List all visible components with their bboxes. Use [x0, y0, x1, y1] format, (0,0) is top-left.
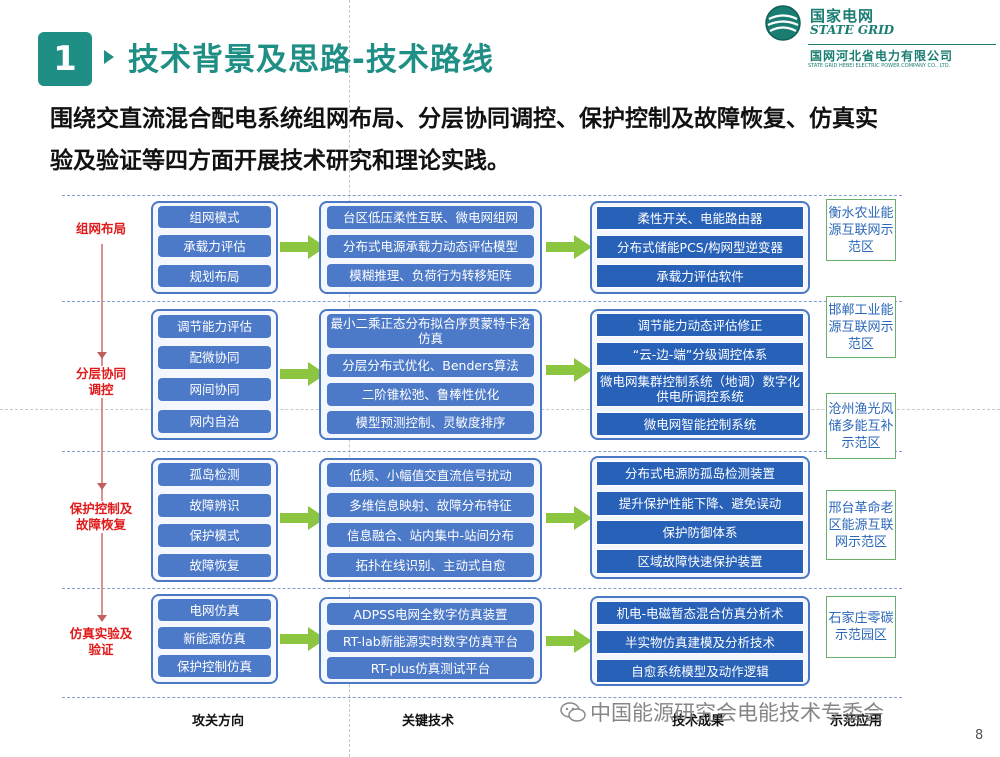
application-box: 衡水农业能源互联网示范区 [826, 199, 896, 261]
technology-item: 低频、小幅值交直流信号扰动 [327, 463, 534, 487]
application-box: 石家庄零碳示范园区 [826, 596, 896, 658]
column-label-applications: 示范应用 [830, 714, 883, 729]
technology-item: 二阶锥松弛、鲁棒性优化 [327, 383, 534, 406]
green-arrow-icon [546, 358, 592, 382]
result-item: “云-边-端”分级调控体系 [596, 342, 804, 366]
state-grid-logo-icon [765, 5, 801, 41]
direction-item: 故障辨识 [158, 494, 271, 517]
technology-item: RT-lab新能源实时数字仿真平台 [327, 630, 534, 652]
column-label-results: 技术成果 [672, 714, 725, 729]
category-label-line: 组网布局 [75, 221, 126, 236]
application-box: 沧州渔光风储多能互补示范区 [826, 393, 896, 459]
page-number: 8 [975, 728, 984, 743]
result-item: 分布式储能PCS/构网型逆变器 [596, 235, 804, 259]
company-name-cn: 国网河北省电力有限公司 [810, 49, 954, 63]
title-arrow-icon [104, 50, 114, 64]
category-label-network-layout: 组网布局 [58, 221, 144, 237]
technology-item: 信息融合、站内集中-站间分布 [327, 523, 534, 547]
green-arrow-icon [280, 362, 326, 386]
direction-item: 孤岛检测 [158, 463, 271, 486]
technology-item: 分布式电源承载力动态评估模型 [327, 235, 534, 258]
category-flow-line [101, 244, 103, 620]
application-box: 邢台革命老区能源互联网示范区 [826, 490, 896, 560]
direction-item: 网间协同 [158, 378, 271, 401]
category-label-protection: 保护控制及 故障恢复 [58, 501, 144, 533]
direction-item: 新能源仿真 [158, 627, 271, 649]
row-separator-1 [62, 301, 902, 302]
technology-item: 最小二乘正态分布拟合序贯蒙特卡洛仿真 [327, 314, 534, 348]
watermark-text: 中国能源研究会电能技术专委会 [590, 701, 884, 725]
row-separator-top [62, 195, 902, 196]
direction-item: 保护控制仿真 [158, 655, 271, 677]
result-item: 微电网智能控制系统 [596, 412, 804, 436]
green-arrow-icon [280, 506, 326, 530]
down-arrow-icon [97, 352, 107, 359]
category-label-line: 仿真实验及 [69, 626, 133, 641]
direction-item: 规划布局 [158, 265, 271, 287]
result-item: 区域故障快速保护装置 [596, 549, 804, 574]
result-item: 柔性开关、电能路由器 [596, 206, 804, 230]
category-label-line: 分层协同 [75, 366, 126, 381]
category-label-layered-control: 分层协同 调控 [62, 366, 140, 398]
down-arrow-icon [97, 615, 107, 622]
technology-item: ADPSS电网全数字仿真装置 [327, 603, 534, 625]
technology-item: 模糊推理、负荷行为转移矩阵 [327, 264, 534, 287]
result-item: 机电-电磁暂态混合仿真分析术 [596, 601, 804, 625]
green-arrow-icon [280, 235, 326, 259]
direction-item: 承载力评估 [158, 235, 271, 257]
direction-item: 电网仿真 [158, 599, 271, 621]
technology-item: 台区低压柔性互联、微电网组网 [327, 206, 534, 229]
category-label-line: 故障恢复 [75, 517, 126, 532]
result-item: 保护防御体系 [596, 520, 804, 545]
green-arrow-icon [546, 506, 592, 530]
slide-title: 技术背景及思路-技术路线 [128, 42, 494, 78]
result-item: 提升保护性能下降、避免误动 [596, 491, 804, 516]
direction-item: 组网模式 [158, 206, 271, 228]
technology-item: RT-plus仿真测试平台 [327, 657, 534, 679]
logo-name-en: STATE GRID [810, 23, 895, 37]
result-item: 承载力评估软件 [596, 264, 804, 288]
down-arrow-icon [97, 483, 107, 490]
technology-item: 多维信息映射、故障分布特征 [327, 493, 534, 517]
direction-item: 网内自治 [158, 410, 271, 433]
result-item: 半实物仿真建模及分析技术 [596, 630, 804, 654]
direction-item: 保护模式 [158, 524, 271, 547]
green-arrow-icon [546, 235, 592, 259]
application-box: 邯郸工业能源互联网示范区 [826, 296, 896, 358]
column-label-directions: 攻关方向 [192, 714, 245, 729]
logo-name-cn: 国家电网 [810, 7, 875, 25]
direction-item: 故障恢复 [158, 554, 271, 577]
technology-item: 模型预测控制、灵敏度排序 [327, 411, 534, 434]
column-label-technologies: 关键技术 [402, 714, 455, 729]
category-label-line: 保护控制及 [69, 501, 133, 516]
company-name-en: STATE GRID HEBEI ELECTRIC POWER COMPANY … [808, 63, 951, 69]
direction-item: 配微协同 [158, 346, 271, 369]
intro-text: 围绕交直流混合配电系统组网布局、分层协同调控、保护控制及故障恢复、仿真实 验及验… [50, 98, 980, 182]
green-arrow-icon [546, 629, 592, 653]
direction-item: 调节能力评估 [158, 315, 271, 338]
row-separator-bottom [62, 697, 902, 698]
technology-item: 拓扑在线识别、主动式自愈 [327, 553, 534, 577]
category-label-line: 验证 [88, 642, 114, 657]
row-separator-2 [62, 451, 902, 452]
result-item: 自愈系统模型及动作逻辑 [596, 659, 804, 683]
intro-line-1: 围绕交直流混合配电系统组网布局、分层协同调控、保护控制及故障恢复、仿真实 [50, 106, 878, 132]
category-label-line: 调控 [88, 382, 114, 397]
green-arrow-icon [280, 627, 326, 651]
result-item: 分布式电源防孤岛检测装置 [596, 461, 804, 486]
intro-line-2: 验及验证等四方面开展技术研究和理论实践。 [50, 148, 510, 174]
result-item: 调节能力动态评估修正 [596, 313, 804, 337]
logo-divider [808, 44, 996, 45]
result-item: 微电网集群控制系统（地调）数字化供电所调控系统 [596, 371, 804, 407]
row-separator-3 [62, 588, 902, 589]
category-label-simulation: 仿真实验及 验证 [58, 626, 144, 658]
technology-item: 分层分布式优化、Benders算法 [327, 354, 534, 377]
section-number-badge: 1 [38, 32, 92, 86]
wechat-icon [560, 702, 586, 722]
